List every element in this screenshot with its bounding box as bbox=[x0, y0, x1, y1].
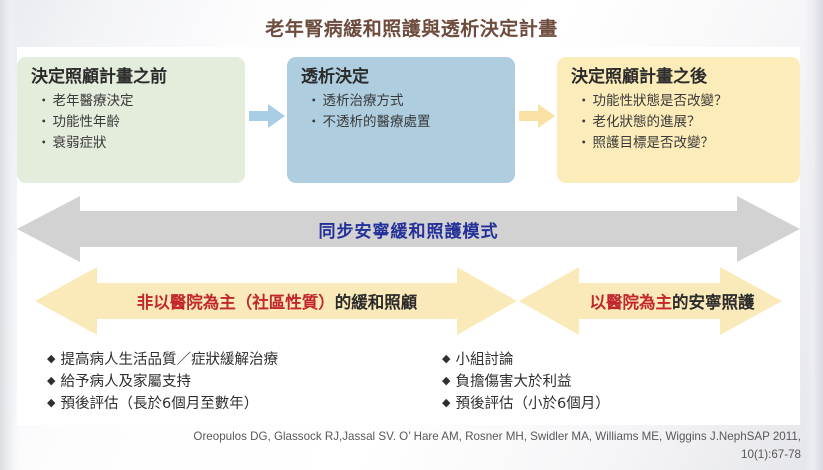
stage-box-dialysis: 透析決定 ・透析治療方式 ・不透析的醫療處置 bbox=[287, 57, 515, 183]
arrow-right-icon bbox=[35, 267, 517, 335]
bullet-dot-icon: ・ bbox=[37, 113, 51, 130]
list-item: ・衰弱症狀 bbox=[37, 133, 233, 154]
list-item-label: 預後評估（小於6個月） bbox=[455, 396, 610, 413]
list-item-label: 給予病人及家屬支持 bbox=[60, 374, 191, 391]
diamond-bullet-icon: ◆ bbox=[442, 352, 451, 365]
bullet-dot-icon: ・ bbox=[577, 135, 591, 152]
list-item-label: 預後評估（長於6個月至數年） bbox=[60, 396, 259, 413]
diamond-bullet-icon: ◆ bbox=[47, 396, 56, 410]
community-care-rest: 的緩和照顧 bbox=[334, 293, 418, 312]
community-care-highlight: 非以醫院為主（社區性質） bbox=[136, 293, 335, 312]
list-item-label: 透析治療方式 bbox=[322, 92, 404, 109]
community-care-label: 非以醫院為主（社區性質）的緩和照顧 bbox=[57, 264, 497, 338]
stage-before-title: 決定照顧計畫之前 bbox=[31, 67, 167, 87]
hospital-care-highlight: 以醫院為主 bbox=[589, 293, 673, 312]
list-item: ◆ 負擔傷害大於利益 bbox=[442, 371, 610, 393]
diamond-bullet-icon: ◆ bbox=[47, 352, 56, 365]
list-item: ◆ 小組討論 bbox=[442, 349, 610, 371]
list-item-label: 老化狀態的進展？ bbox=[592, 113, 701, 130]
list-item: ◆ 提高病人生活品質／症狀緩解治療 bbox=[47, 349, 278, 371]
bullet-dot-icon: ・ bbox=[577, 92, 591, 109]
care-setting-band: 非以醫院為主（社區性質）的緩和照顧 以醫院為主的安寧照護 bbox=[17, 264, 800, 338]
list-item: ・功能性狀態是否改變？ bbox=[577, 91, 788, 112]
list-item-label: 不透析的醫療處置 bbox=[322, 113, 431, 130]
slide-left-edge-shading bbox=[0, 0, 18, 470]
arrow-right-icon bbox=[249, 103, 285, 129]
bullet-dot-icon: ・ bbox=[37, 92, 51, 109]
diamond-bullet-icon: ◆ bbox=[442, 396, 451, 410]
list-item: ◆ 預後評估（長於6個月至數年） bbox=[47, 393, 278, 415]
bottom-bullets: ◆ 提高病人生活品質／症狀緩解治療 ◆ 給予病人及家屬支持 ◆ 預後評估（長於6個月至… bbox=[17, 349, 800, 412]
list-item-label: 負擔傷害大於利益 bbox=[455, 374, 572, 391]
list-item-label: 功能性年齡 bbox=[52, 113, 121, 130]
arrow-left-icon bbox=[519, 267, 782, 335]
list-item: ◆ 給予病人及家屬支持 bbox=[47, 371, 278, 393]
citation: Oreopulos DG, Glassock RJ,Jassal SV. O’ … bbox=[28, 428, 801, 464]
sync-palliative-band: 同步安寧緩和照護模式 bbox=[17, 194, 800, 264]
sync-band-label: 同步安寧緩和照護模式 bbox=[318, 221, 499, 242]
stage-before-list: ・老年醫療決定 ・功能性年齡 ・衰弱症狀 bbox=[31, 91, 233, 154]
citation-line-2: 10(1):67-78 bbox=[741, 447, 801, 461]
bullets-left-column: ◆ 提高病人生活品質／症狀緩解治療 ◆ 給予病人及家屬支持 ◆ 預後評估（長於6個月至… bbox=[47, 349, 278, 415]
slide-right-edge-shading bbox=[805, 0, 823, 470]
stage-dialysis-title: 透析決定 bbox=[301, 67, 369, 87]
list-item: ・老年醫療決定 bbox=[37, 91, 233, 112]
list-item: ・透析治療方式 bbox=[307, 91, 503, 112]
list-item-label: 功能性狀態是否改變？ bbox=[592, 92, 728, 109]
bullet-dot-icon: ・ bbox=[577, 113, 591, 130]
bullet-dot-icon: ・ bbox=[307, 92, 321, 109]
list-item-label: 照護目標是否改變？ bbox=[592, 135, 715, 152]
bullets-right-column: ◆ 小組討論 ◆ 負擔傷害大於利益 ◆ 預後評估（小於6個月） bbox=[442, 349, 610, 415]
stage-after-list: ・功能性狀態是否改變？ ・老化狀態的進展？ ・照護目標是否改變？ bbox=[571, 91, 788, 154]
list-item-label: 老年醫療決定 bbox=[52, 92, 134, 109]
list-item-label: 衰弱症狀 bbox=[52, 135, 107, 152]
arrow-right-icon bbox=[519, 103, 555, 129]
bullet-dot-icon: ・ bbox=[307, 113, 321, 130]
list-item-label: 提高病人生活品質／症狀緩解治療 bbox=[60, 352, 278, 368]
list-item: ◆ 預後評估（小於6個月） bbox=[442, 393, 610, 415]
list-item-label: 小組討論 bbox=[455, 352, 514, 368]
citation-line-1: Oreopulos DG, Glassock RJ,Jassal SV. O’ … bbox=[193, 430, 801, 443]
stage-after-title: 決定照顧計畫之後 bbox=[571, 67, 707, 87]
slide-title: 老年腎病緩和照護與透析決定計畫 bbox=[265, 18, 558, 40]
list-item: ・照護目標是否改變？ bbox=[577, 133, 788, 154]
bullet-dot-icon: ・ bbox=[37, 135, 51, 152]
list-item: ・功能性年齡 bbox=[37, 112, 233, 133]
diamond-bullet-icon: ◆ bbox=[442, 374, 451, 388]
list-item: ・不透析的醫療處置 bbox=[307, 112, 503, 133]
stage-dialysis-list: ・透析治療方式 ・不透析的醫療處置 bbox=[301, 91, 503, 133]
stage-box-before: 決定照顧計畫之前 ・老年醫療決定 ・功能性年齡 ・衰弱症狀 bbox=[17, 57, 245, 183]
hospital-care-rest: 的安寧照護 bbox=[672, 293, 755, 312]
double-arrow-icon bbox=[17, 196, 800, 262]
diamond-bullet-icon: ◆ bbox=[47, 374, 56, 388]
hospital-care-label: 以醫院為主的安寧照護 bbox=[547, 264, 797, 338]
stage-box-after: 決定照顧計畫之後 ・功能性狀態是否改變？ ・老化狀態的進展？ ・照護目標是否改變… bbox=[557, 57, 800, 183]
list-item: ・老化狀態的進展？ bbox=[577, 112, 788, 133]
